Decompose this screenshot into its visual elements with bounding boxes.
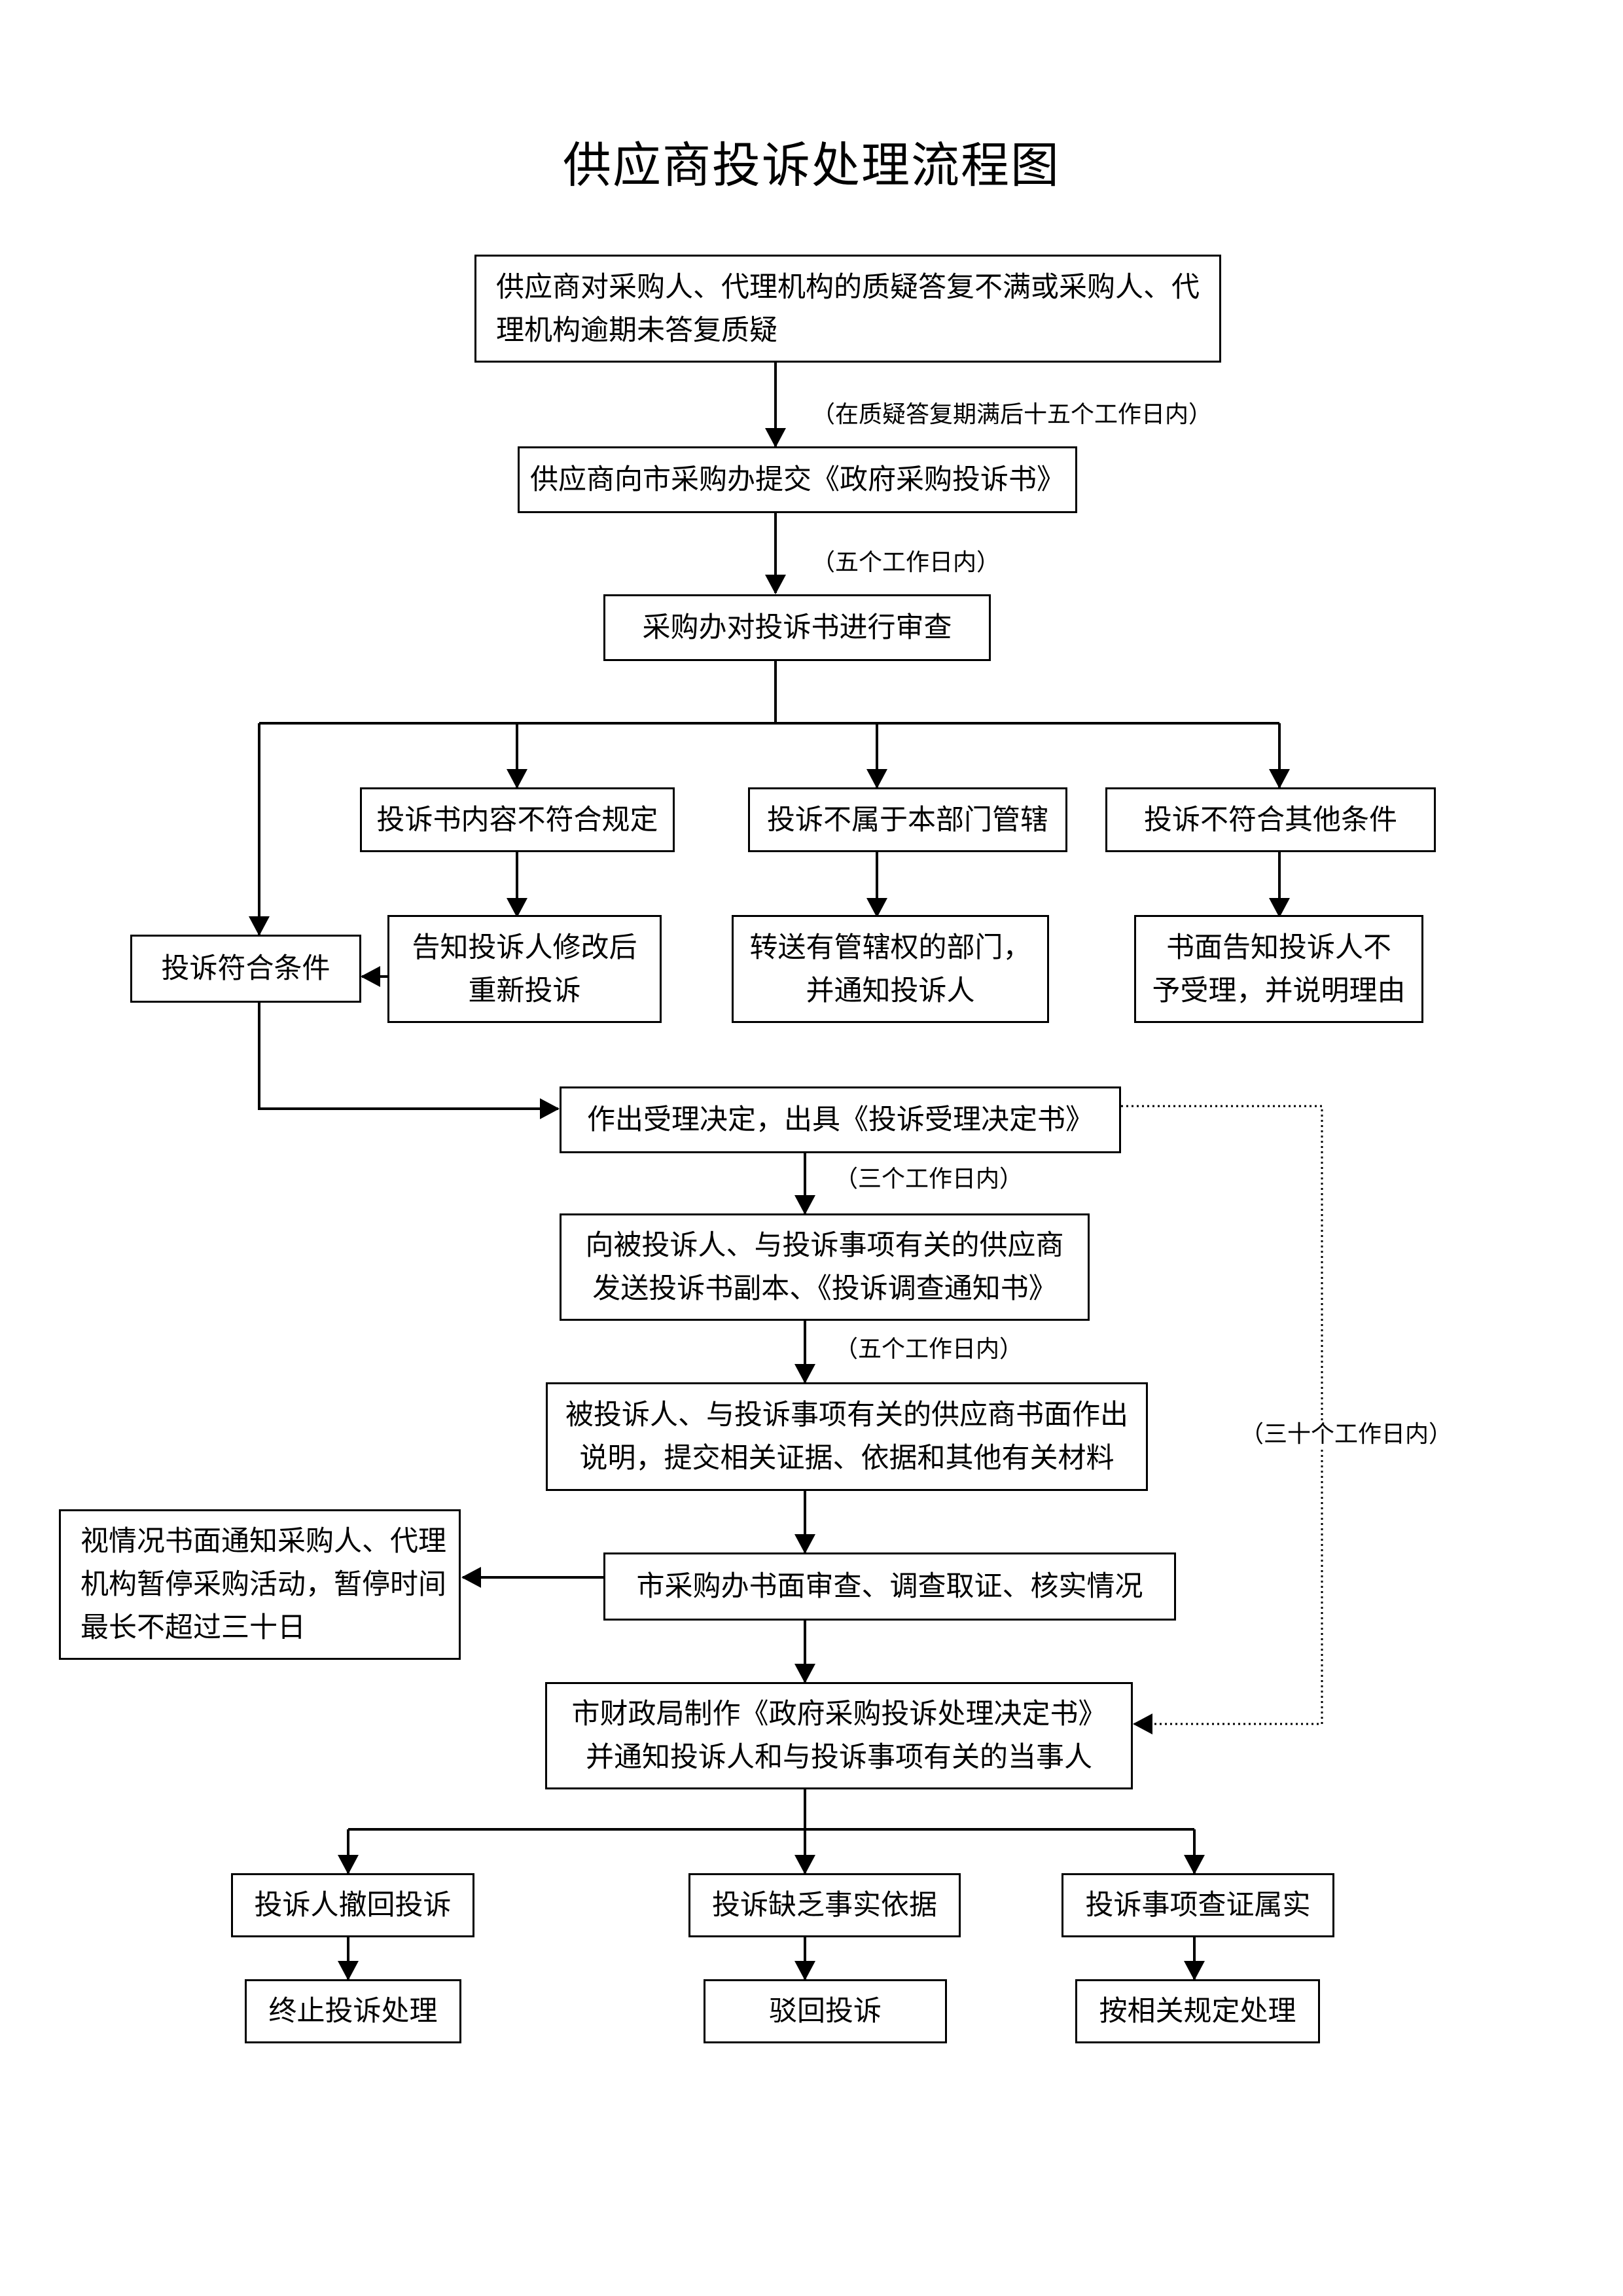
node-verified: 投诉事项查证属实 [1061, 1873, 1334, 1937]
page-title: 供应商投诉处理流程图 [563, 137, 1060, 194]
node-withdraw-label: 投诉人撤回投诉 [254, 1889, 452, 1922]
note-five-days-2: （五个工作日内） [834, 1335, 1024, 1364]
node-handle-label: 按相关规定处理 [1099, 1995, 1296, 2028]
node-suspend: 视情况书面通知采购人、代理 机构暂停采购活动，暂停时间 最长不超过三十日 [59, 1509, 461, 1660]
node-investigate: 市采购办书面审查、调查取证、核实情况 [603, 1552, 1176, 1621]
node-terminate: 终止投诉处理 [245, 1979, 461, 2043]
node-not-jurisdiction-label: 投诉不属于本部门管辖 [767, 803, 1048, 836]
node-notify-modify: 告知投诉人修改后 重新投诉 [387, 915, 662, 1023]
node-terminate-label: 终止投诉处理 [268, 1995, 438, 2028]
node-submit-label: 供应商向市采购办提交《政府采购投诉书》 [530, 463, 1065, 496]
node-review-label: 采购办对投诉书进行审查 [642, 611, 952, 644]
node-suspend-label: 视情况书面通知采购人、代理 机构暂停采购活动，暂停时间 最长不超过三十日 [80, 1525, 446, 1644]
node-reject-written: 书面告知投诉人不 予受理，并说明理由 [1134, 915, 1423, 1023]
node-accept-label: 作出受理决定，出具《投诉受理决定书》 [587, 1103, 1094, 1136]
node-transfer: 转送有管辖权的部门， 并通知投诉人 [732, 915, 1049, 1023]
node-verified-label: 投诉事项查证属实 [1085, 1889, 1311, 1922]
node-notify-modify-label: 告知投诉人修改后 重新投诉 [412, 931, 637, 1007]
node-submit: 供应商向市采购办提交《政府采购投诉书》 [518, 446, 1077, 513]
node-start-label: 供应商对采购人、代理机构的质疑答复不满或采购人、代 理机构逾期未答复质疑 [496, 270, 1200, 347]
node-withdraw: 投诉人撤回投诉 [231, 1873, 474, 1937]
node-not-jurisdiction: 投诉不属于本部门管辖 [748, 787, 1067, 852]
note-thirty-days: （三十个工作日内） [1240, 1420, 1453, 1449]
node-other-invalid-label: 投诉不符合其他条件 [1144, 803, 1397, 836]
node-other-invalid: 投诉不符合其他条件 [1105, 787, 1436, 852]
node-decision-label: 市财政局制作《政府采购投诉处理决定书》 并通知投诉人和与投诉事项有关的当事人 [571, 1698, 1107, 1774]
node-dismiss: 驳回投诉 [704, 1979, 947, 2043]
node-handle: 按相关规定处理 [1075, 1979, 1320, 2043]
node-respondent-explain-label: 被投诉人、与投诉事项有关的供应商书面作出 说明，提交相关证据、依据和其他有关材料 [565, 1399, 1128, 1475]
node-content-invalid: 投诉书内容不符合规定 [360, 787, 675, 852]
node-content-invalid-label: 投诉书内容不符合规定 [376, 803, 658, 836]
node-review: 采购办对投诉书进行审查 [603, 594, 991, 661]
note-three-days: （三个工作日内） [834, 1165, 1024, 1194]
node-dismiss-label: 驳回投诉 [769, 1995, 882, 2028]
dotted-arrow-accept-to-decision [1121, 1105, 1323, 1734]
node-respondent-explain: 被投诉人、与投诉事项有关的供应商书面作出 说明，提交相关证据、依据和其他有关材料 [546, 1382, 1148, 1491]
node-reject-written-label: 书面告知投诉人不 予受理，并说明理由 [1152, 931, 1406, 1007]
node-eligible-label: 投诉符合条件 [161, 952, 330, 985]
node-transfer-label: 转送有管辖权的部门， 并通知投诉人 [749, 931, 1031, 1007]
node-accept: 作出受理决定，出具《投诉受理决定书》 [560, 1086, 1121, 1153]
note-fifteen-days: （在质疑答复期满后十五个工作日内） [812, 401, 1213, 429]
node-send-copy: 向被投诉人、与投诉事项有关的供应商 发送投诉书副本、《投诉调查通知书》 [560, 1213, 1090, 1321]
node-send-copy-label: 向被投诉人、与投诉事项有关的供应商 发送投诉书副本、《投诉调查通知书》 [585, 1229, 1064, 1305]
node-lack-basis-label: 投诉缺乏事实依据 [712, 1889, 937, 1922]
arrow-eligible-to-accept [258, 1003, 560, 1119]
node-start: 供应商对采购人、代理机构的质疑答复不满或采购人、代 理机构逾期未答复质疑 [474, 255, 1221, 363]
node-investigate-label: 市采购办书面审查、调查取证、核实情况 [636, 1570, 1143, 1603]
node-decision: 市财政局制作《政府采购投诉处理决定书》 并通知投诉人和与投诉事项有关的当事人 [545, 1682, 1133, 1789]
node-lack-basis: 投诉缺乏事实依据 [688, 1873, 961, 1937]
node-eligible: 投诉符合条件 [130, 935, 361, 1003]
note-five-days-1: （五个工作日内） [812, 548, 1001, 577]
